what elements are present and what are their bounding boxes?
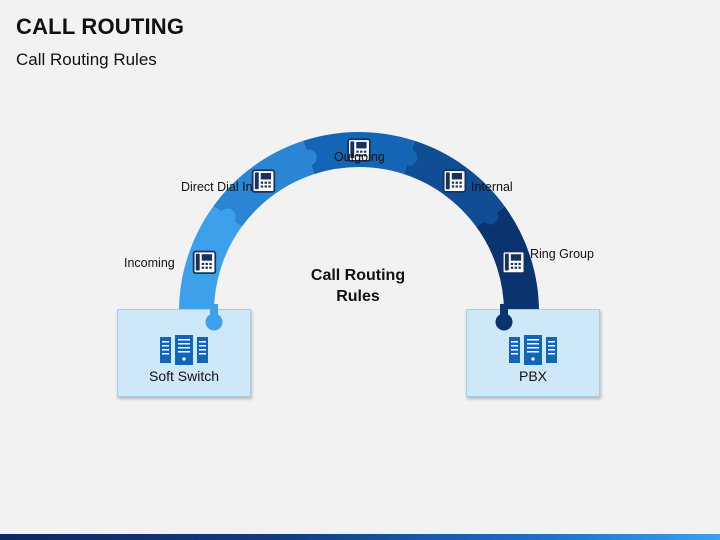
segment-label-ring-group: Ring Group [530, 247, 594, 261]
arc-connector-knob [401, 149, 418, 166]
server-rack-icon [509, 335, 557, 365]
segment-label-outgoing: Outgoing [334, 150, 385, 164]
page-title: CALL ROUTING [16, 14, 185, 39]
page-subtitle: Call Routing Rules [16, 50, 157, 69]
center-title: Call Routing Rules [298, 265, 418, 307]
center-title-line1: Call Routing [310, 267, 406, 284]
pbx-box: PBX [466, 309, 600, 397]
pbx-label: PBX [518, 368, 547, 384]
soft-switch-label: Soft Switch [148, 368, 220, 384]
segment-label-incoming: Incoming [124, 256, 175, 270]
soft-switch-box: Soft Switch [117, 309, 251, 397]
arc-connector-knob [482, 208, 499, 225]
footer-bar [0, 534, 720, 540]
center-title-line2: Rules [336, 288, 380, 305]
arc-connector-knob [300, 149, 317, 166]
server-rack-icon [160, 335, 208, 365]
segment-label-internal: Internal [471, 180, 513, 194]
segment-label-direct-dial-in: Direct Dial In [181, 180, 253, 194]
arc-connector-knob [219, 208, 236, 225]
